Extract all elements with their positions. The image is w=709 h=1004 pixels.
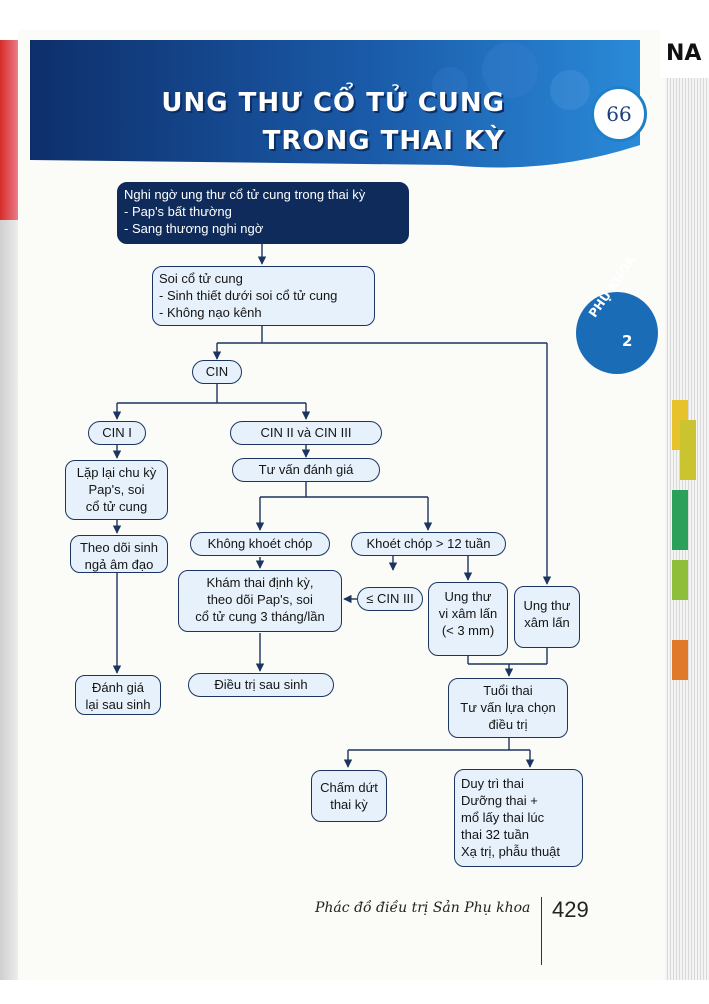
prenatal-line: theo dõi Pap's, soi — [207, 592, 313, 607]
chapter-header: UNG THƯ CỔ TỬ CUNG TRONG THAI KỲ — [30, 40, 640, 170]
start-box: Nghi ngờ ung thư cổ tử cung trong thai k… — [117, 182, 409, 244]
tab-marker-orange — [672, 640, 688, 680]
microinvasive-line: Ung thư — [444, 589, 492, 604]
le-cin3-box: ≤ CIN III — [357, 587, 423, 611]
page-edge-grey — [0, 220, 18, 980]
monitor-vaginal-line: ngả âm đạo — [84, 557, 154, 572]
repeat-pap-line: cổ tử cung — [85, 499, 148, 514]
no-cone-box: Không khoét chóp — [190, 532, 330, 556]
microinvasive-box: Ung thư vi xâm lấn (< 3 mm) — [428, 582, 508, 656]
gestational-age-line: Tuổi thai — [483, 683, 533, 698]
gestational-age-line: điều trị — [488, 717, 528, 732]
cin-box: CIN — [192, 360, 242, 384]
continue-line: Xạ trị, phẫu thuật — [461, 844, 561, 859]
terminate-box: Chấm dứt thai kỳ — [311, 770, 387, 822]
colposcopy-title: Soi cổ tử cung — [159, 271, 243, 286]
prenatal-box: Khám thai định kỳ, theo dõi Pap's, soi c… — [178, 570, 342, 632]
prenatal-line: cổ tử cung 3 tháng/lần — [195, 609, 325, 624]
counsel-box: Tư vấn đánh giá — [232, 458, 380, 482]
cin-label: CIN — [205, 364, 229, 379]
postpartum-box: Điều trị sau sinh — [188, 673, 334, 697]
colposcopy-item: - Không nạo kênh — [159, 305, 262, 320]
colposcopy-box: Soi cổ tử cung - Sinh thiết dưới soi cổ … — [152, 266, 375, 326]
header-banner — [30, 40, 640, 168]
microinvasive-line: (< 3 mm) — [441, 623, 495, 638]
cin23-box: CIN II và CIN III — [230, 421, 382, 445]
continue-line: Dưỡng thai + — [461, 793, 538, 808]
invasive-line: Ung thư — [523, 598, 571, 613]
section-number: 2 — [622, 332, 633, 350]
page-stack-label: NA — [660, 30, 709, 78]
gestational-age-box: Tuổi thai Tư vấn lựa chọn điều trị — [448, 678, 568, 738]
continue-line: thai 32 tuần — [461, 827, 529, 842]
gestational-age-line: Tư vấn lựa chọn — [460, 700, 556, 715]
tab-marker-olive — [680, 420, 696, 480]
section-badge: PHỤ KHOA 2 — [576, 254, 658, 374]
colposcopy-item: - Sinh thiết dưới soi cổ tử cung — [159, 288, 338, 303]
tab-marker-lime — [672, 560, 688, 600]
monitor-vaginal-line: Theo dõi sinh — [79, 540, 159, 555]
reassess-line: lại sau sinh — [85, 697, 151, 712]
chapter-number-badge: 66 — [591, 86, 647, 142]
cone-label: Khoét chóp > 12 tuần — [366, 536, 491, 551]
microinvasive-line: vi xâm lấn — [438, 606, 498, 621]
continue-line: mổ lấy thai lúc — [461, 810, 545, 825]
terminate-line: Chấm dứt — [320, 780, 378, 795]
start-title: Nghi ngờ ung thư cổ tử cung trong thai k… — [124, 187, 366, 202]
invasive-box: Ung thư xâm lấn — [514, 586, 580, 648]
chapter-title-line2: TRONG THAI KỲ — [262, 126, 505, 156]
cin23-label: CIN II và CIN III — [260, 425, 352, 440]
repeat-pap-box: Lặp lại chu kỳ Pap's, soi cổ tử cung — [65, 460, 168, 520]
counsel-label: Tư vấn đánh giá — [258, 462, 354, 477]
continue-box: Duy trì thai Dưỡng thai + mổ lấy thai lú… — [454, 769, 583, 867]
repeat-pap-line: Lặp lại chu kỳ — [76, 465, 157, 480]
terminate-line: thai kỳ — [330, 797, 368, 812]
reassess-line: Đánh giá — [91, 680, 145, 695]
page-number: 429 — [552, 897, 589, 922]
postpartum-label: Điều trị sau sinh — [214, 677, 308, 692]
book-title-footer: Phác đồ điều trị Sản Phụ khoa — [315, 900, 531, 916]
cone-box: Khoét chóp > 12 tuần — [351, 532, 506, 556]
cin1-box: CIN I — [88, 421, 146, 445]
chapter-title-line1: UNG THƯ CỔ TỬ CUNG — [161, 88, 505, 118]
tab-marker-green — [672, 490, 688, 550]
reassess-box: Đánh giá lại sau sinh — [75, 675, 161, 715]
le-cin3-label: ≤ CIN III — [366, 591, 414, 606]
repeat-pap-line: Pap's, soi — [88, 482, 145, 497]
invasive-line: xâm lấn — [524, 615, 570, 630]
continue-line: Duy trì thai — [461, 776, 524, 791]
no-cone-label: Không khoét chóp — [207, 536, 313, 551]
monitor-vaginal-box: Theo dõi sinh ngả âm đạo — [70, 535, 168, 573]
footer-divider — [541, 897, 542, 965]
start-item: - Pap's bất thường — [124, 204, 232, 219]
cin1-label: CIN I — [102, 425, 132, 440]
prenatal-line: Khám thai định kỳ, — [206, 575, 314, 590]
start-item: - Sang thương nghi ngờ — [124, 221, 264, 236]
